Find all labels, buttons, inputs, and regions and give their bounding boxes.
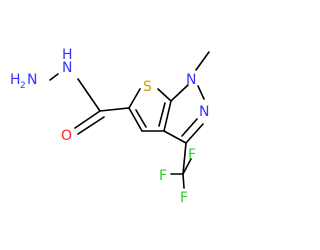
bond-c5-c4-1 [128, 107, 143, 132]
atom-s: S [143, 79, 152, 95]
atom-nh-h: H [62, 47, 73, 63]
bond-n2-c3-1 [185, 123, 204, 144]
atom-n1: N [186, 72, 196, 88]
bond-c3a-c6a-2 [158, 102, 166, 127]
bond-c5-c4-2 [135, 109, 147, 128]
atom-hn2-n: N [27, 72, 37, 88]
bond-cf3-f-bottom [182, 173, 185, 189]
bond-s-c6a [157, 88, 172, 102]
bond-nh-nh2 [49, 73, 59, 81]
bond-n1-methyl [195, 51, 210, 71]
bond-nh-carbonyl [77, 78, 101, 112]
bond-c5-s [128, 88, 141, 109]
bond-n2-c3-2 [181, 118, 198, 137]
atom-f-top: F [188, 147, 196, 163]
bond-c3a-c6a-1 [163, 100, 172, 132]
atom-hn2-subscript: 2 [20, 81, 26, 91]
bond-carbonyl-o-2 [77, 116, 105, 135]
bond-c6a-n1 [170, 84, 189, 102]
bond-c3-c3a [163, 130, 187, 144]
structure-diagram: H 2 N N H O S N N F F F [10, 47, 210, 206]
bond-carbonyl-c5 [99, 107, 130, 112]
bond-cf3-f-top [182, 158, 192, 175]
bonds [49, 51, 210, 189]
atom-f-left: F [159, 168, 167, 184]
atom-nh-n: N [62, 60, 72, 76]
atom-hn2-h: H [10, 72, 21, 88]
bond-carbonyl-o-1 [74, 110, 101, 129]
atom-n2: N [199, 104, 209, 120]
atom-o: O [61, 128, 72, 144]
atom-labels: H 2 N N H O S N N F F F [10, 47, 209, 206]
bond-n1-n2 [197, 85, 205, 100]
bond-c3-cf3 [182, 142, 187, 175]
atom-f-bottom: F [180, 190, 188, 206]
